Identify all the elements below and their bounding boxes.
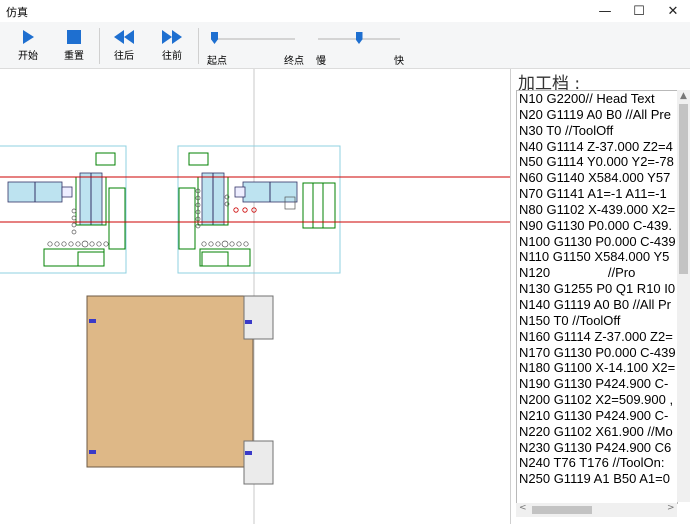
scroll-right-icon[interactable]: > <box>667 503 675 513</box>
speed-slider-thumb[interactable] <box>355 32 363 44</box>
rewind-icon <box>114 30 134 44</box>
forward-button[interactable]: 往前 <box>152 26 192 66</box>
window-title: 仿真 <box>6 6 28 19</box>
forward-label: 往前 <box>162 51 182 62</box>
reset-button[interactable]: 重置 <box>54 26 94 66</box>
program-line[interactable]: N180 G1100 X-14.100 X2= <box>519 360 676 376</box>
progress-start-label: 起点 <box>207 56 227 67</box>
vertical-scrollbar[interactable]: ▲ <box>677 90 690 502</box>
program-line[interactable]: N190 G1130 P424.900 C- <box>519 376 669 392</box>
toolbar-separator <box>198 28 199 64</box>
left-head-assembly <box>0 145 127 274</box>
progress-slider-track <box>211 38 295 40</box>
reset-label: 重置 <box>64 51 84 62</box>
program-line[interactable]: N110 G1150 X584.000 Y5 <box>519 249 670 265</box>
horizontal-scrollbar[interactable]: < > <box>516 503 677 517</box>
toolbar: 开始 重置 往后 往前 起点 终点 慢 快 <box>0 22 690 69</box>
program-line[interactable]: N210 G1130 P424.900 C- <box>519 407 669 423</box>
program-line[interactable]: N90 G1130 P0.000 C-439. <box>519 217 672 233</box>
start-label: 开始 <box>18 51 38 62</box>
program-line[interactable]: N130 G1255 P0 Q1 R10 I0 <box>519 281 676 297</box>
minimize-button[interactable]: — <box>598 3 612 19</box>
program-line[interactable]: N30 T0 //ToolOff <box>519 122 614 138</box>
program-line[interactable]: N140 G1119 A0 B0 //All Pr <box>519 296 671 312</box>
speed-slow-label: 慢 <box>316 56 326 67</box>
panel-title: 加工档 : <box>518 74 581 94</box>
clamp-top <box>243 295 274 340</box>
progress-slider-thumb[interactable] <box>211 32 218 44</box>
back-label: 往后 <box>114 51 134 62</box>
clamp-bottom <box>243 440 274 485</box>
program-line[interactable]: N160 G1114 Z-37.000 Z2= <box>519 328 673 344</box>
simulation-canvas[interactable] <box>0 69 510 524</box>
program-line[interactable]: N40 G1114 Z-37.000 Z2=4 <box>519 138 673 154</box>
program-line[interactable]: N100 G1130 P0.000 C-439 <box>519 233 676 249</box>
close-button[interactable]: ✕ <box>667 3 679 19</box>
program-line[interactable]: N250 G1119 A1 B50 A1=0 <box>519 471 670 487</box>
program-line[interactable]: N170 G1130 P0.000 C-439 <box>519 344 676 360</box>
maximize-button[interactable]: ☐ <box>633 3 645 19</box>
program-line[interactable]: N150 T0 //ToolOff <box>519 312 621 328</box>
speed-fast-label: 快 <box>394 56 404 67</box>
toolbar-separator <box>99 28 100 64</box>
progress-slider[interactable] <box>211 32 295 46</box>
program-line[interactable]: N20 G1119 A0 B0 //All Pre <box>519 106 671 122</box>
machine-drawing <box>0 69 510 524</box>
program-line[interactable]: N220 G1102 X61.900 //Mo <box>519 423 673 439</box>
program-line[interactable]: N200 G1102 X2=509.900 , <box>519 392 674 408</box>
program-line[interactable]: N10 G2200// Head Text <box>519 91 655 106</box>
fast-forward-icon <box>162 30 182 44</box>
program-line[interactable]: N120 //Pro <box>519 265 636 281</box>
speed-slider[interactable] <box>318 32 400 46</box>
progress-end-label: 终点 <box>284 56 304 67</box>
program-line[interactable]: N80 G1102 X-439.000 X2= <box>519 201 676 217</box>
program-line[interactable]: N50 G1114 Y0.000 Y2=-78 <box>519 154 674 170</box>
hole-markers <box>89 319 252 455</box>
scroll-left-icon[interactable]: < <box>519 503 527 513</box>
wooden-board <box>86 295 254 468</box>
right-head-assembly <box>177 145 341 274</box>
title-bar: 仿真 — ☐ ✕ <box>0 0 690 22</box>
scroll-up-icon[interactable]: ▲ <box>680 91 687 101</box>
back-button[interactable]: 往后 <box>104 26 144 66</box>
vertical-scroll-thumb[interactable] <box>679 104 688 274</box>
program-line[interactable]: N230 G1130 P424.900 C6 <box>519 439 672 455</box>
program-line[interactable]: N240 T76 T176 //ToolOn: <box>519 455 665 471</box>
stop-icon <box>67 30 81 44</box>
play-icon <box>23 30 34 44</box>
program-line[interactable]: N70 G1141 A1=-1 A11=-1 <box>519 186 667 202</box>
program-line[interactable]: N60 G1140 X584.000 Y57 <box>519 170 671 186</box>
start-button[interactable]: 开始 <box>8 26 48 66</box>
horizontal-scroll-thumb[interactable] <box>532 506 592 514</box>
